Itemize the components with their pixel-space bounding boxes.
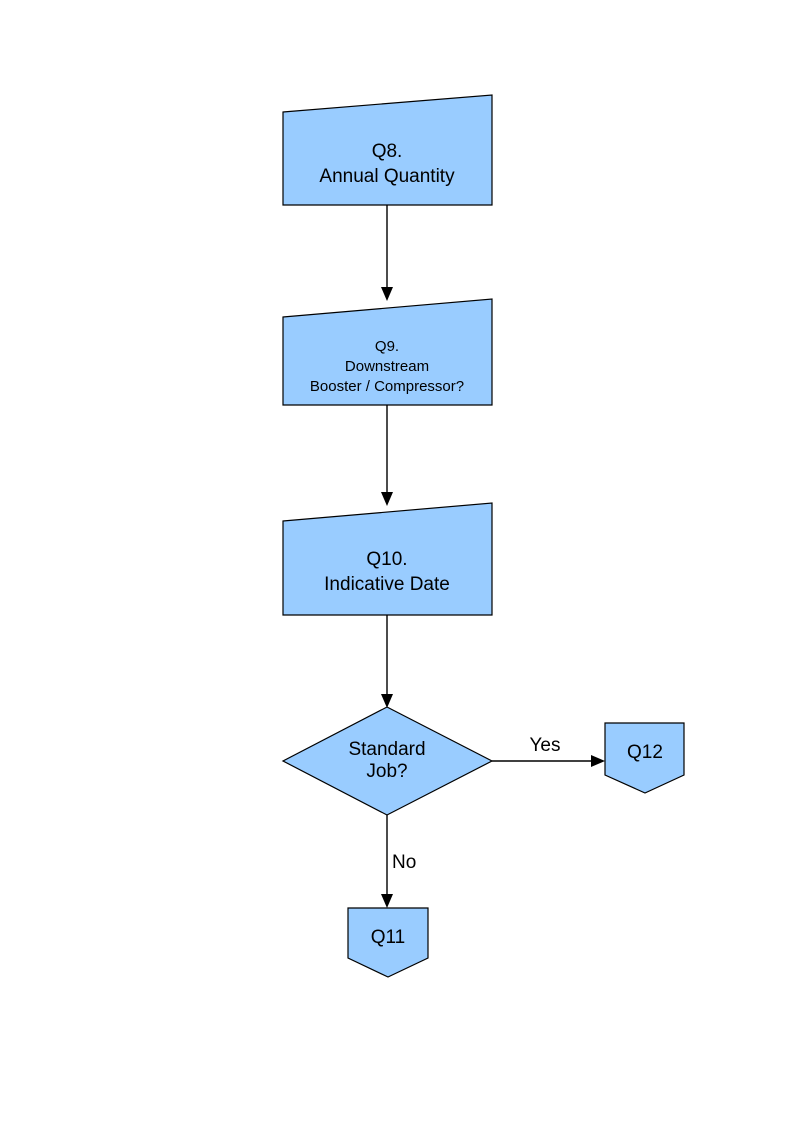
edge-q8-q9-arrowhead [381, 287, 393, 301]
edge-q8-to-q9 [381, 205, 393, 301]
q9-label-line3: Booster / Compressor? [310, 378, 464, 395]
edge-decision-q12-arrowhead [591, 755, 605, 767]
node-q10[interactable]: Q10. Indicative Date [282, 502, 493, 616]
node-decision-standard-job[interactable]: Standard Job? [281, 706, 494, 816]
node-q8[interactable]: Q8. Annual Quantity [282, 94, 493, 206]
q9-shape[interactable] [282, 298, 493, 406]
decision-label-line1: Standard [348, 739, 425, 760]
q8-shape[interactable] [282, 94, 493, 206]
q10-label-line2: Indicative Date [324, 574, 450, 595]
q10-shape[interactable] [282, 502, 493, 616]
edge-decision-to-q11: No [381, 815, 416, 908]
q10-label-line1: Q10. [366, 549, 407, 570]
edge-label-yes: Yes [530, 735, 561, 756]
node-q9[interactable]: Q9. Downstream Booster / Compressor? [282, 298, 493, 406]
node-q11[interactable]: Q11 [347, 907, 429, 978]
q8-label-line1: Q8. [372, 141, 403, 162]
q12-shape[interactable] [604, 722, 685, 794]
q12-label: Q12 [627, 742, 663, 763]
q9-label-line2: Downstream [345, 358, 429, 375]
edge-decision-to-q12: Yes [492, 735, 605, 767]
q8-label-line2: Annual Quantity [319, 166, 455, 187]
edge-decision-q11-arrowhead [381, 894, 393, 908]
q11-label: Q11 [371, 927, 406, 948]
edge-q9-q10-arrowhead [381, 492, 393, 506]
edge-q10-decision-arrowhead [381, 694, 393, 708]
edge-q9-to-q10 [381, 405, 393, 506]
node-q12[interactable]: Q12 [604, 722, 685, 794]
edge-label-no: No [392, 852, 416, 873]
q11-shape[interactable] [347, 907, 429, 978]
edge-q10-to-decision [381, 615, 393, 708]
q9-label-line1: Q9. [375, 338, 399, 355]
decision-label-line2: Job? [366, 761, 407, 782]
